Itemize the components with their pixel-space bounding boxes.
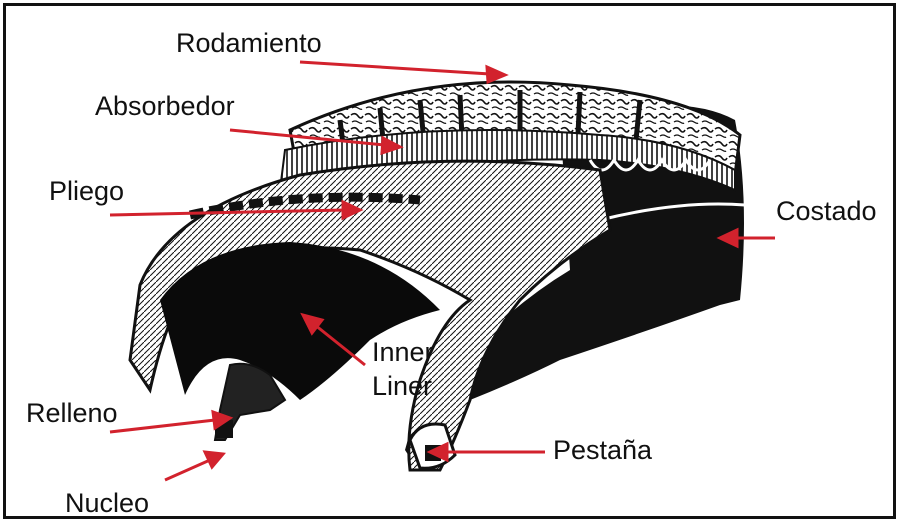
label-inner-liner: Inner Liner [372,335,434,403]
label-pestana: Pestaña [553,437,652,464]
arrowhead-nucleo [205,452,223,467]
arrowhead-rodamiento [487,67,505,82]
label-rodamiento: Rodamiento [176,30,322,57]
label-absorbedor: Absorbedor [95,93,235,120]
label-nucleo: Nucleo [65,490,149,517]
arrow-relleno [110,420,215,432]
label-relleno: Relleno [26,400,118,427]
label-inner-liner-line1: Inner [372,335,434,369]
label-pliego: Pliego [49,178,124,205]
label-costado: Costado [776,198,877,225]
arrow-nucleo [165,460,210,480]
label-inner-liner-line2: Liner [372,369,434,403]
arrow-rodamiento [300,62,490,74]
